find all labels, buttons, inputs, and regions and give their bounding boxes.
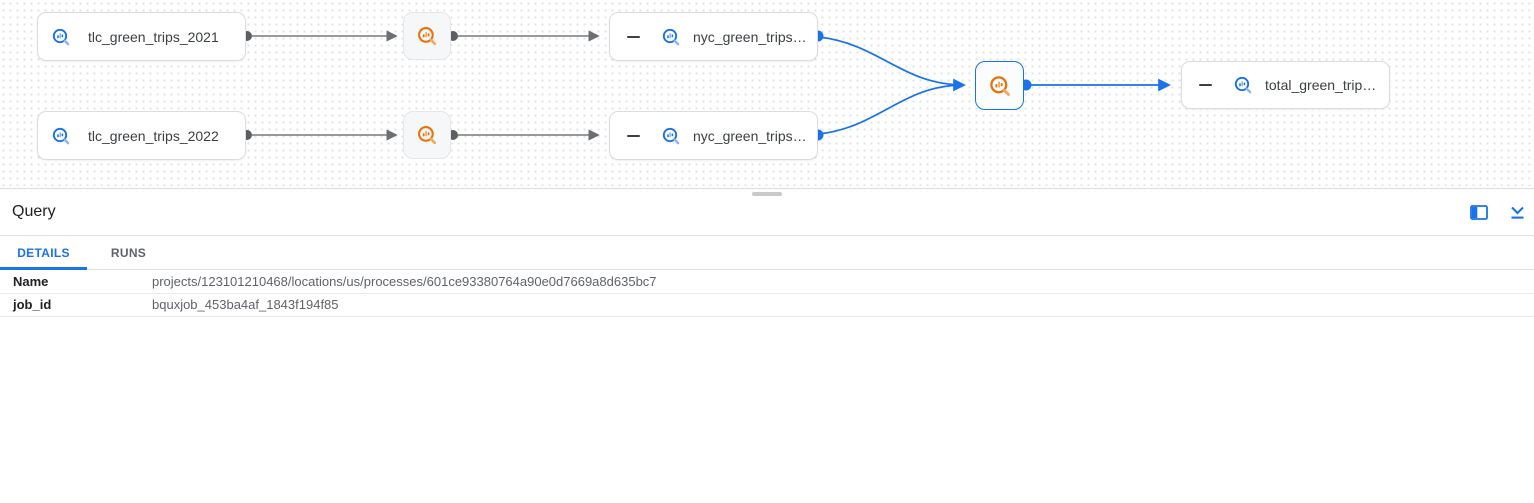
node-label: tlc_green_trips_2021 bbox=[88, 28, 219, 45]
collapse-minus-icon[interactable] bbox=[627, 134, 640, 137]
bigquery-table-icon bbox=[663, 128, 679, 143]
panel-tab-bar: DETAILS RUNS bbox=[0, 236, 1534, 270]
process-node-bottom[interactable] bbox=[403, 111, 451, 159]
node-label: total_green_trip… bbox=[1265, 77, 1377, 93]
node-tlc-green-trips-2021[interactable]: tlc_green_trips_2021 bbox=[37, 12, 246, 61]
detail-label: job_id bbox=[13, 297, 52, 313]
bigquery-table-icon bbox=[663, 29, 679, 44]
collapse-panel-button[interactable] bbox=[1504, 199, 1530, 225]
chevron-down-underline-icon bbox=[1510, 206, 1524, 219]
open-side-panel-button[interactable] bbox=[1466, 199, 1492, 225]
lineage-graph-canvas[interactable]: tlc_green_trips_2021 tlc_green_trips_202… bbox=[0, 0, 1534, 186]
collapse-minus-icon[interactable] bbox=[1199, 84, 1212, 86]
node-label: nyc_green_trips… bbox=[693, 127, 807, 144]
query-details-panel: Query DETAILS RUNS Name projects/12310121… bbox=[0, 188, 1534, 503]
bigquery-table-icon bbox=[1235, 77, 1251, 93]
node-nyc-green-trips-bottom[interactable]: nyc_green_trips… bbox=[609, 111, 818, 160]
bigquery-process-icon bbox=[419, 127, 435, 143]
bigquery-process-icon bbox=[990, 76, 1009, 95]
detail-label: Name bbox=[13, 273, 49, 289]
process-node-top[interactable] bbox=[403, 12, 451, 60]
bigquery-process-icon bbox=[419, 28, 435, 44]
detail-value: bquxjob_453ba4af_1843f194f85 bbox=[152, 297, 339, 313]
panel-drag-handle[interactable] bbox=[752, 192, 782, 196]
bigquery-table-icon bbox=[53, 128, 69, 143]
node-total-green-trips[interactable]: total_green_trip… bbox=[1181, 61, 1390, 109]
detail-value: projects/123101210468/locations/us/proce… bbox=[152, 273, 657, 289]
detail-row: Name projects/123101210468/locations/us/p… bbox=[0, 270, 1534, 294]
tab-runs[interactable]: RUNS bbox=[110, 245, 147, 260]
details-table: Name projects/123101210468/locations/us/p… bbox=[0, 270, 1534, 317]
panel-header: Query bbox=[0, 189, 1534, 236]
bigquery-table-icon bbox=[53, 29, 69, 44]
node-tlc-green-trips-2022[interactable]: tlc_green_trips_2022 bbox=[37, 111, 246, 160]
collapse-minus-icon[interactable] bbox=[627, 35, 640, 38]
detail-row: job_id bquxjob_453ba4af_1843f194f85 bbox=[0, 294, 1534, 317]
node-label: tlc_green_trips_2022 bbox=[88, 127, 219, 144]
node-label: nyc_green_trips… bbox=[693, 28, 807, 45]
tab-details[interactable]: DETAILS bbox=[0, 236, 87, 270]
process-node-selected[interactable] bbox=[975, 61, 1024, 110]
node-nyc-green-trips-top[interactable]: nyc_green_trips… bbox=[609, 12, 818, 61]
split-view-icon bbox=[1470, 204, 1488, 220]
panel-title: Query bbox=[12, 203, 56, 220]
